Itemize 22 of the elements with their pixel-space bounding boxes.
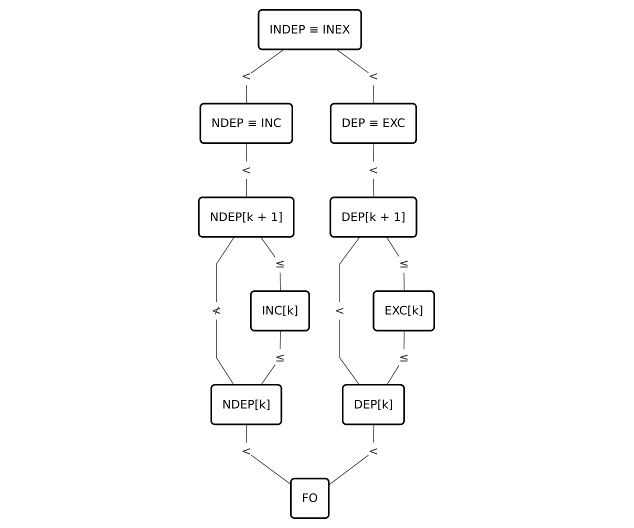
edge-label: <	[242, 444, 252, 458]
edge-label: ≤	[276, 350, 286, 364]
connector	[261, 330, 282, 386]
connector	[340, 236, 360, 386]
edge-label: <	[368, 69, 379, 84]
connector	[246, 143, 248, 198]
connector	[216, 236, 235, 386]
connector	[386, 236, 406, 292]
edge-label: ≤	[399, 350, 410, 364]
edge-label: <	[368, 162, 379, 177]
edge-label: ≤	[276, 256, 286, 271]
edge-label: <	[242, 69, 252, 84]
connector	[246, 424, 292, 486]
edge-label: <	[242, 162, 252, 177]
edge-label: ≮	[212, 304, 222, 318]
connector	[261, 236, 282, 292]
connector	[337, 49, 375, 104]
connector	[329, 424, 375, 486]
edge-label: ≤	[399, 256, 410, 271]
edge-label: <	[368, 444, 379, 458]
connector	[246, 49, 284, 104]
edge-label: <	[335, 304, 346, 318]
